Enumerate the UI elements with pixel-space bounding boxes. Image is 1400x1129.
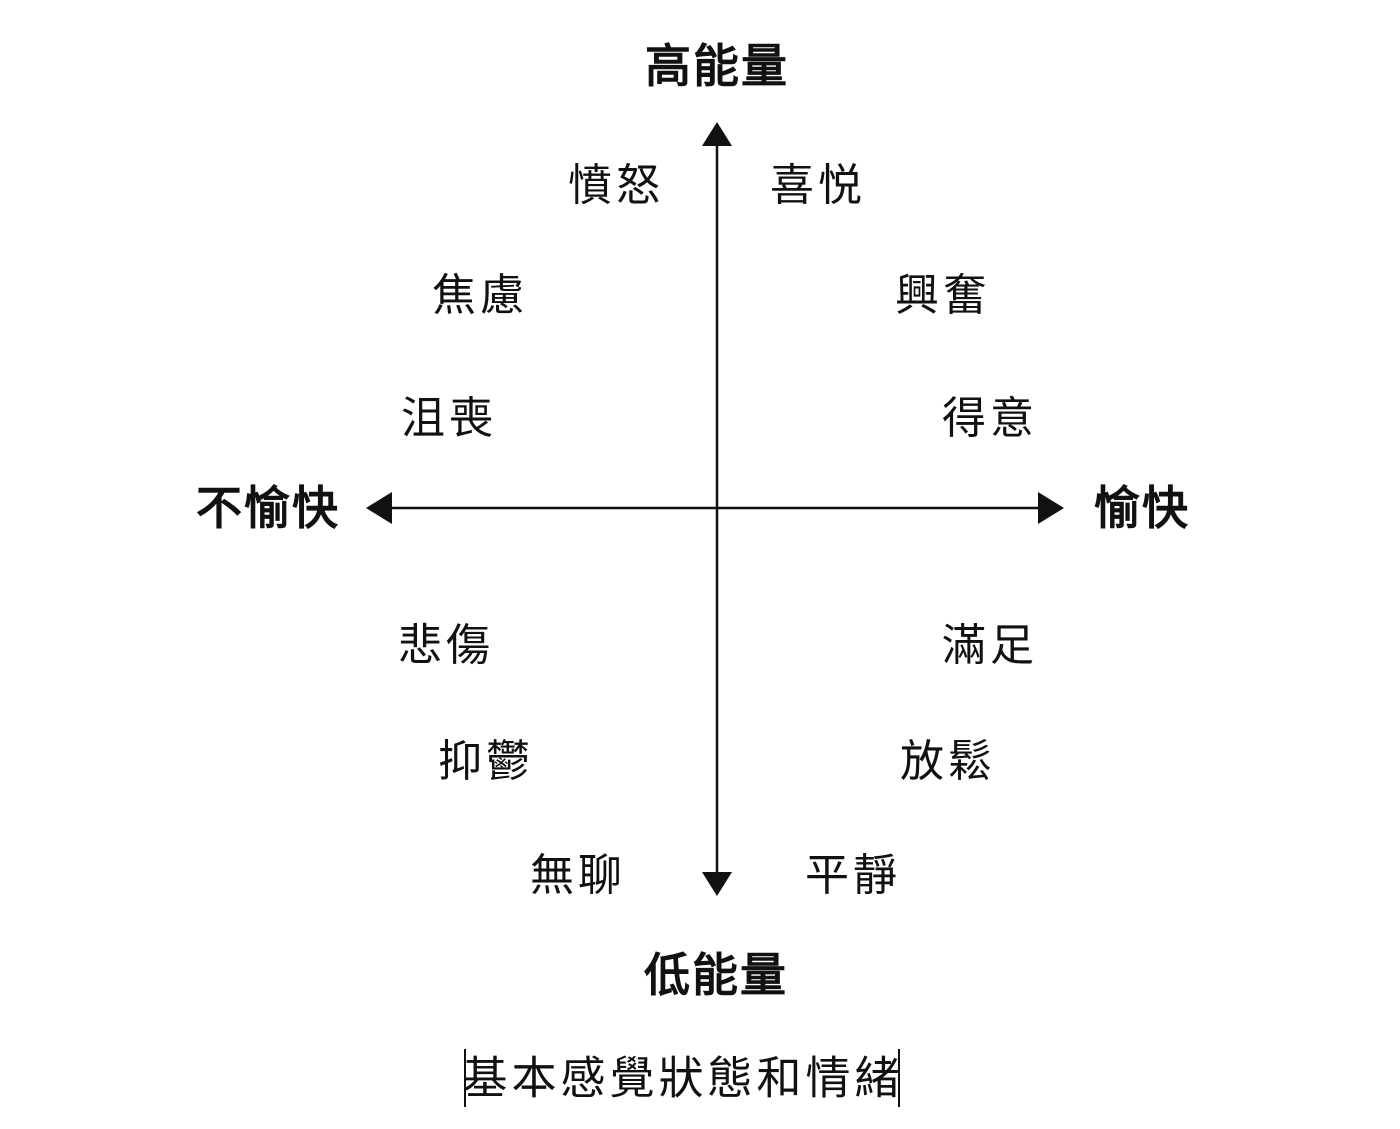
arrow-left-icon <box>366 492 392 524</box>
emotion-depression: 抑鬱 <box>438 737 534 786</box>
caption-delimiter-left <box>464 1049 466 1107</box>
emotion-anxiety: 焦慮 <box>432 271 528 320</box>
emotion-sadness: 悲傷 <box>398 621 494 670</box>
axis-label-high-energy: 高能量 <box>645 40 789 92</box>
emotion-anger: 憤怒 <box>568 161 664 210</box>
diagram-caption: 基本感覺狀態和情緒 <box>462 1052 904 1104</box>
axis-label-pleasant: 愉快 <box>1094 482 1190 534</box>
emotion-pride: 得意 <box>942 394 1038 443</box>
emotion-boredom: 無聊 <box>530 851 626 900</box>
axis-label-low-energy: 低能量 <box>644 949 788 1001</box>
emotion-satisfaction: 滿足 <box>942 621 1038 670</box>
emotion-relaxation: 放鬆 <box>900 737 996 786</box>
arrow-right-icon <box>1038 492 1064 524</box>
caption-delimiter-right <box>898 1049 900 1107</box>
emotion-calm: 平靜 <box>805 851 901 900</box>
arrow-up-icon <box>702 122 732 146</box>
emotion-joy: 喜悦 <box>770 161 866 210</box>
emotion-frustration: 沮喪 <box>401 394 497 443</box>
axis-label-unpleasant: 不愉快 <box>196 482 340 534</box>
emotion-excitement: 興奮 <box>895 271 991 320</box>
arrow-down-icon <box>702 872 732 896</box>
